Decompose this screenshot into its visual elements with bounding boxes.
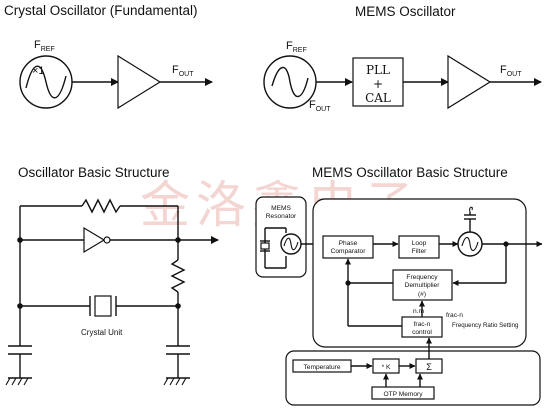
multiplier-label: ×1 bbox=[32, 65, 45, 77]
loop-filter-block bbox=[398, 235, 440, 259]
mems-fout-internal-label: FOUT bbox=[309, 99, 331, 113]
phase-comparator-label-2: Comparator bbox=[331, 248, 367, 255]
frac-n-side-label: frac-n bbox=[446, 312, 463, 319]
mems-resonator-label-1: MEMS bbox=[271, 205, 291, 212]
pll-label: PLL bbox=[366, 63, 390, 77]
phase-comparator-label-1: Phase bbox=[339, 240, 358, 247]
frac-n-control-label-2: control bbox=[412, 329, 432, 336]
frac-n-control-label-1: frac-n bbox=[414, 321, 431, 328]
k-label: * K bbox=[382, 364, 391, 371]
feedback-resistor bbox=[81, 198, 121, 214]
mems-buffer-amplifier bbox=[447, 54, 492, 110]
loop-filter-label-2: Filter bbox=[412, 248, 427, 255]
phase-comparator-block bbox=[322, 235, 374, 259]
freq-demultiplier-label-2: Demultiplier bbox=[405, 282, 441, 289]
freq-demultiplier-label-1: Frequency bbox=[406, 274, 438, 281]
mems-fout-label: FOUT bbox=[500, 64, 522, 78]
crystal-unit-symbol bbox=[94, 295, 112, 317]
pll-cal-block bbox=[352, 57, 404, 107]
nm-label: n.m bbox=[413, 308, 424, 315]
sigma-label: Σ bbox=[426, 362, 432, 372]
mems-fref-label: FREF bbox=[286, 40, 307, 54]
frequency-ratio-setting-label: Frequency Ratio Setting bbox=[452, 322, 519, 329]
fref-label: FREF bbox=[34, 39, 55, 53]
cal-label: CAL bbox=[365, 91, 391, 105]
mems-basic-circuit bbox=[255, 196, 543, 406]
mems-oscillator-title: MEMS Oscillator bbox=[355, 4, 456, 19]
crystal-oscillator-title: Crystal Oscillator (Fundamental) bbox=[4, 3, 198, 18]
loop-filter-label-1: Loop bbox=[412, 240, 427, 247]
crystal-buffer-amplifier bbox=[117, 54, 162, 110]
plus-label: + bbox=[373, 77, 383, 91]
otp-memory-label: OTP Memory bbox=[383, 391, 423, 398]
otp-memory-block bbox=[371, 386, 435, 400]
crystal-oscillator-source: ×1 bbox=[19, 55, 73, 109]
temperature-label: Temperature bbox=[303, 364, 340, 371]
series-resistor bbox=[170, 259, 186, 293]
crystal-unit-label: Crystal Unit bbox=[81, 328, 123, 337]
mems-basic-structure-title: MEMS Oscillator Basic Structure bbox=[312, 165, 508, 180]
frequency-demultiplier-block bbox=[392, 269, 453, 301]
mems-resonator-box bbox=[255, 196, 307, 278]
mems-resonator-label-2: Resonator bbox=[266, 213, 297, 220]
freq-demultiplier-label-3: (#) bbox=[418, 291, 426, 298]
inverter-gate bbox=[83, 226, 106, 254]
fout-label: FOUT bbox=[172, 64, 194, 78]
oscillator-basic-circuit bbox=[5, 198, 219, 386]
basic-structure-title: Oscillator Basic Structure bbox=[18, 165, 170, 180]
